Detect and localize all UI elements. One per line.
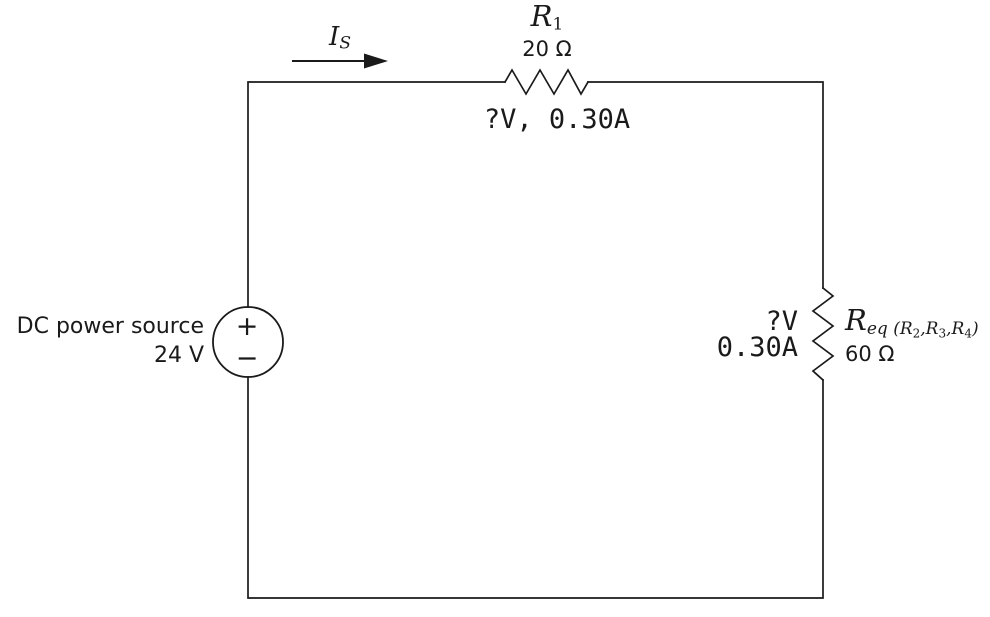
- req-subscript-r3-index: 3: [938, 326, 947, 341]
- r1-measurement: ?V, 0.30A: [483, 104, 631, 135]
- current-arrow-head: [364, 53, 388, 69]
- source-label: DC power source 24 V: [0, 312, 204, 370]
- dc-source-symbol: [212, 306, 284, 378]
- r1-subscript: 1: [552, 14, 564, 35]
- resistor-req-symbol: [811, 286, 835, 382]
- req-name: Req (R2,R3,R4): [845, 303, 979, 342]
- req-measurement: ?V 0.30A: [650, 306, 798, 363]
- req-subscript-eq: eq: [866, 319, 888, 340]
- resistor-req-label: Req (R2,R3,R4) 60 Ω: [845, 303, 979, 366]
- req-subscript-sep1: ,R: [920, 319, 939, 340]
- current-subscript: S: [339, 33, 351, 54]
- req-subscript-paren-close: ): [972, 319, 979, 340]
- source-plus-sign: +: [236, 311, 259, 342]
- req-subscript-r2-index: 2: [912, 326, 921, 341]
- req-subscript-r4-index: 4: [964, 326, 972, 341]
- current-label: IS: [305, 22, 375, 55]
- source-name: DC power source: [16, 314, 204, 339]
- r1-value: 20 Ω: [522, 37, 572, 61]
- resistor-r1-symbol: [503, 68, 590, 96]
- req-symbol: R: [845, 303, 867, 337]
- req-value: 60 Ω: [845, 342, 895, 366]
- req-subscript-sep2: ,R: [946, 319, 965, 340]
- r1-name: R1: [487, 0, 607, 37]
- source-minus-sign: −: [236, 343, 259, 374]
- source-voltage: 24 V: [153, 343, 204, 368]
- req-measurement-voltage: ?V: [765, 306, 798, 337]
- req-subscript-paren-open: (R: [887, 319, 913, 340]
- resistor-r1-label: R1 20 Ω: [487, 0, 607, 61]
- circuit-wires: [247, 81, 824, 599]
- req-subscript: eq (R2,R3,R4): [866, 319, 979, 341]
- r1-symbol: R: [530, 0, 553, 33]
- current-symbol: I: [329, 22, 340, 52]
- req-measurement-current: 0.30A: [716, 332, 798, 363]
